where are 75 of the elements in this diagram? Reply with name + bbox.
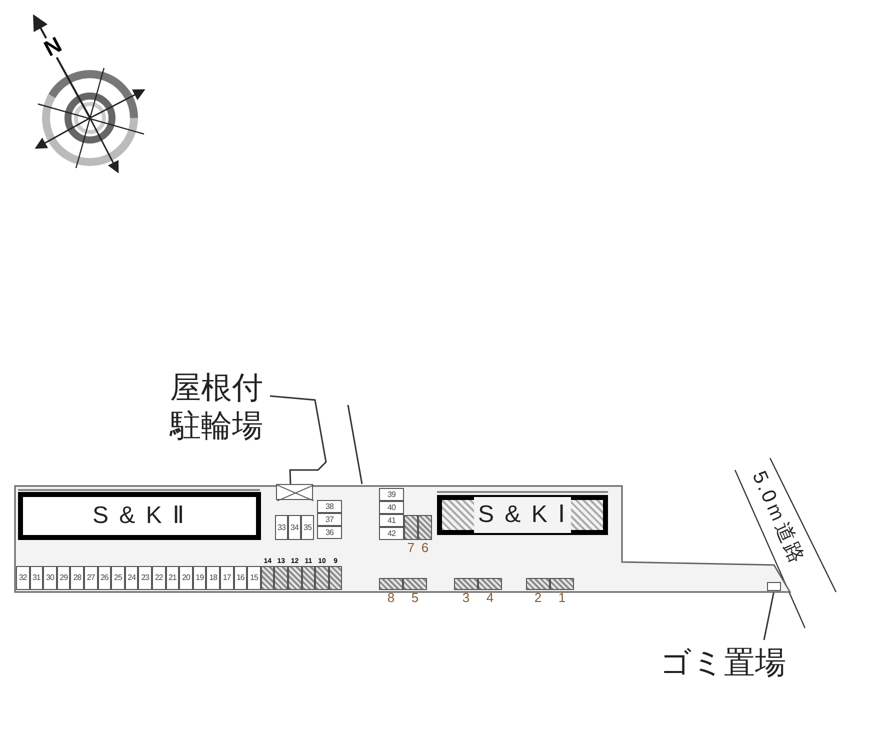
space-number: 19 (196, 574, 204, 582)
parking-space (30, 566, 44, 590)
parking-space (84, 566, 98, 590)
space-number: 40 (388, 504, 396, 512)
parking-space (317, 513, 342, 526)
parking-space (379, 488, 404, 501)
space-number: 32 (18, 574, 27, 582)
parking-space (16, 566, 30, 590)
space-number: 36 (326, 528, 334, 536)
space-number: 33 (278, 524, 286, 532)
space-number: 6 (421, 541, 429, 554)
space-number: 35 (304, 524, 312, 532)
leader-line (270, 395, 327, 484)
space-number: 8 (387, 591, 395, 604)
building (18, 492, 261, 540)
space-number: 21 (168, 574, 176, 582)
parking-space (138, 566, 152, 590)
space-number: 3 (462, 591, 470, 604)
space-number: 15 (250, 574, 258, 582)
space-number: 29 (60, 574, 68, 582)
parking-space (111, 566, 125, 590)
parking-space (43, 566, 57, 590)
parking-space (206, 566, 220, 590)
space-number: 2 (534, 591, 542, 604)
parking-space (124, 566, 138, 590)
space-number: 28 (73, 574, 82, 582)
space-number: 37 (326, 516, 334, 524)
parking-space (317, 500, 342, 513)
parking-space (220, 566, 234, 590)
parking-space (275, 515, 288, 540)
space-number: 18 (209, 574, 218, 582)
parking-space (288, 515, 301, 540)
parking-space (70, 566, 84, 590)
building (437, 495, 608, 535)
space-number: 24 (128, 574, 136, 582)
space-number: 17 (222, 574, 231, 582)
bicycle-shed (276, 484, 313, 500)
parking-space (152, 566, 166, 590)
space-number: 20 (182, 574, 190, 582)
space-number: 26 (100, 574, 108, 582)
space-number: 38 (326, 502, 334, 510)
space-number: 31 (32, 574, 40, 582)
callout-text: ゴミ置場 (660, 644, 786, 682)
space-number: 23 (141, 574, 150, 582)
space-number: 4 (486, 591, 494, 604)
space-number: 25 (114, 574, 122, 582)
building-name: S & K Ⅱ (92, 501, 187, 531)
space-number: 39 (388, 490, 396, 498)
space-number: 5 (411, 591, 419, 604)
building-name: S & K Ⅰ (474, 497, 572, 533)
parking-space (234, 566, 248, 590)
parking-space (166, 566, 180, 590)
parking-space (379, 501, 404, 514)
callout-text: 屋根付駐輪場 (170, 369, 264, 445)
road: 5.0ｍ道路 (742, 458, 814, 578)
parking-space (192, 566, 206, 590)
space-number: 16 (236, 574, 244, 582)
space-number: 1 (558, 591, 566, 604)
parking-space (179, 566, 193, 590)
leader-line (763, 590, 775, 640)
parking-space (98, 566, 112, 590)
space-number: 22 (154, 574, 163, 582)
space-number: 34 (290, 524, 298, 532)
space-number: 27 (86, 574, 95, 582)
parking-space (379, 514, 404, 527)
parking-space (247, 566, 261, 590)
parking-space (301, 515, 314, 540)
space-number: 42 (388, 530, 396, 538)
parking-space (379, 527, 404, 540)
garbage-area (767, 582, 781, 591)
space-number: 7 (407, 541, 415, 554)
parking-space (317, 526, 342, 539)
space-number: 41 (388, 516, 396, 524)
parking-space (56, 566, 70, 590)
space-number: 30 (46, 574, 54, 582)
